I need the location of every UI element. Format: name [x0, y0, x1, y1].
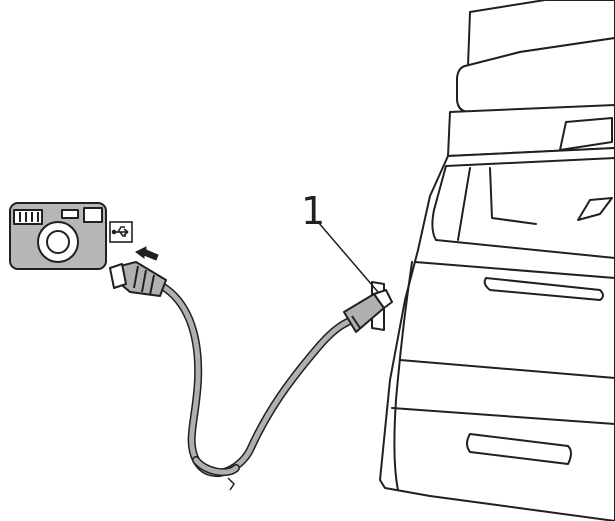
- printer-display: [559, 117, 613, 151]
- camera-lens-inner: [46, 230, 70, 254]
- usb-symbol-icon: [109, 221, 133, 243]
- mini-usb-connector: [109, 261, 167, 297]
- insert-direction-arrow-icon: [135, 246, 159, 261]
- printer-icon: [371, 0, 615, 521]
- callout-number-1: 1: [301, 189, 326, 233]
- callout-leader-line: [317, 221, 379, 293]
- usb-b-connector: [343, 289, 393, 333]
- camera-viewfinder: [61, 209, 79, 219]
- digital-camera-icon: [9, 202, 107, 270]
- printer-output-tray: [431, 157, 615, 259]
- usb-cable: [109, 261, 393, 491]
- printer-front-handle: [483, 277, 604, 301]
- printer-tray-handle: [466, 433, 572, 465]
